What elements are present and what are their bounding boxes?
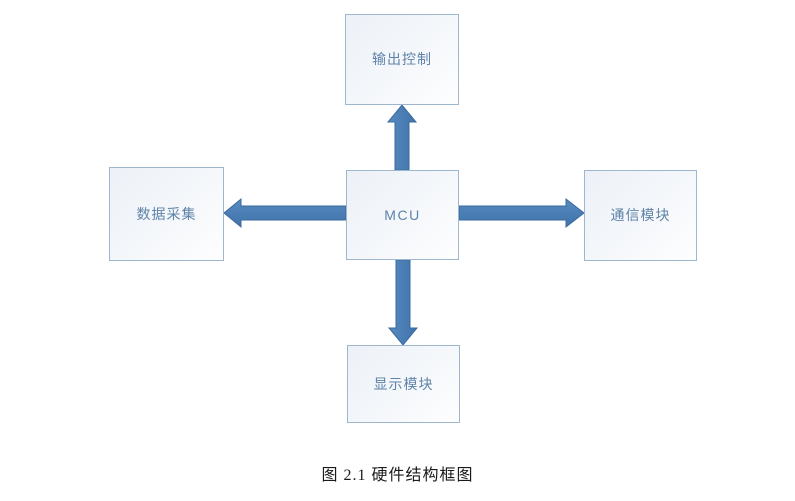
node-mcu[interactable]: MCU xyxy=(346,170,459,260)
node-output-control-label: 输出控制 xyxy=(372,51,432,68)
node-data-acquisition[interactable]: 数据采集 xyxy=(109,167,224,261)
node-communication-module-label: 通信模块 xyxy=(610,207,671,224)
figure-caption: 图 2.1 硬件结构框图 xyxy=(321,467,474,484)
arrow-mcu-to-data-acquisition xyxy=(223,197,347,229)
arrow-mcu-to-display-module xyxy=(387,259,419,346)
node-display-module[interactable]: 显示模块 xyxy=(347,345,460,423)
node-mcu-label: MCU xyxy=(384,206,421,223)
arrow-mcu-to-communication-module xyxy=(458,197,585,229)
node-display-module-label: 显示模块 xyxy=(373,375,434,392)
node-communication-module[interactable]: 通信模块 xyxy=(584,170,697,261)
node-data-acquisition-label: 数据采集 xyxy=(136,205,197,222)
arrow-mcu-to-output-control xyxy=(386,104,418,171)
node-output-control[interactable]: 输出控制 xyxy=(345,14,459,105)
